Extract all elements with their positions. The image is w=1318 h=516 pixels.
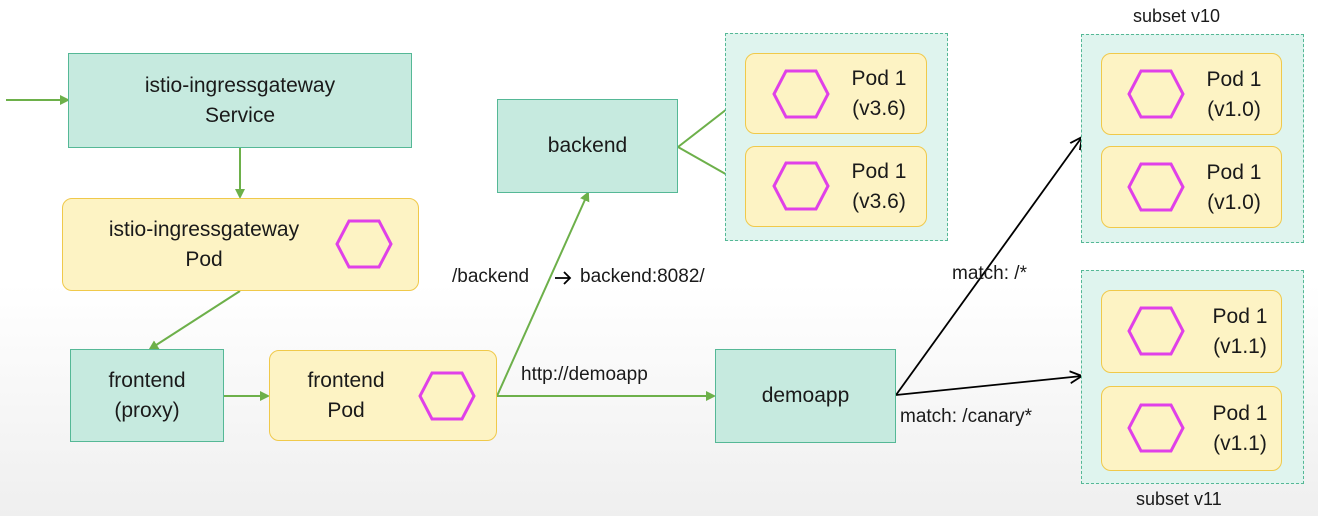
subset-v10-pod-a-label: Pod 1 (v1.0) <box>1193 65 1275 125</box>
subset-v10-pod-a-name: Pod 1 <box>1206 68 1262 91</box>
subset-v10-pod-a-version: (v1.0) <box>1207 98 1261 121</box>
route-target-label: backend:8082/ <box>580 266 705 287</box>
subset-v11-pod-a <box>1101 290 1282 373</box>
demoapp-service: demoapp <box>715 349 896 443</box>
match-canary-label: match: /canary* <box>900 406 1032 427</box>
frontend-pod-line2: Pod <box>327 398 365 422</box>
frontend-proxy: frontend (proxy) <box>70 349 224 442</box>
ingress-gateway-pod: istio-ingressgateway Pod <box>62 198 419 291</box>
hexagon-icon <box>772 69 830 119</box>
frontend-proxy-line2: (proxy) <box>114 398 180 422</box>
hexagon-icon <box>335 219 393 269</box>
ingress-service-line2: Service <box>204 103 276 127</box>
subset-v10-pod-b <box>1101 146 1282 228</box>
subset-v11-pod-b-version: (v1.1) <box>1213 432 1267 455</box>
edge-ingress-pod-to-frontend-proxy <box>148 290 241 351</box>
ingress-pod-line1: istio-ingressgateway <box>108 217 300 241</box>
backend-pod-a-label: Pod 1 (v3.6) <box>838 64 920 124</box>
edge-demoapp-to-subset-v10 <box>895 137 1082 396</box>
hexagon-icon <box>418 371 476 421</box>
subset-v11-pod-a-version: (v1.1) <box>1213 335 1267 358</box>
subset-v10-pod-b-label: Pod 1 (v1.0) <box>1193 158 1275 218</box>
route-path-label: /backend <box>452 266 530 287</box>
subset-v11-pod-a-name: Pod 1 <box>1212 305 1268 328</box>
subset-v10-pod-b-name: Pod 1 <box>1206 161 1262 184</box>
arrow-right-icon <box>555 271 572 285</box>
backend-pod-b-version: (v3.6) <box>852 190 906 213</box>
backend-pod-b-name: Pod 1 <box>851 160 907 183</box>
hexagon-icon <box>772 161 830 211</box>
edge-demoapp-to-subset-v11 <box>895 376 1082 396</box>
demoapp-label: demoapp <box>761 384 850 407</box>
ingress-service-line1: istio-ingressgateway <box>144 73 336 97</box>
match-default-label: match: /* <box>952 263 1027 284</box>
subset-v10-pod-a <box>1101 53 1282 135</box>
backend-label: backend <box>547 134 628 157</box>
hexagon-icon <box>1127 403 1185 453</box>
backend-pod-a-name: Pod 1 <box>851 67 907 90</box>
backend-pod-b-label: Pod 1 (v3.6) <box>838 157 920 217</box>
ingress-gateway-service: istio-ingressgateway Service <box>68 53 412 148</box>
subset-v10-pod-b-version: (v1.0) <box>1207 191 1261 214</box>
hexagon-icon <box>1127 69 1185 119</box>
backend-service: backend <box>497 99 678 193</box>
frontend-pod-line1: frontend <box>307 368 385 392</box>
demoapp-url-label: http://demoapp <box>521 364 648 385</box>
subset-v10-label: subset v10 <box>1133 6 1221 26</box>
backend-pod-a-version: (v3.6) <box>852 97 906 120</box>
hexagon-icon <box>1127 162 1185 212</box>
frontend-pod: frontend Pod <box>269 350 497 441</box>
edge-frontend-pod-to-backend <box>496 191 590 397</box>
subset-v11-pod-b-label: Pod 1 (v1.1) <box>1199 399 1281 459</box>
ingress-pod-line2: Pod <box>185 247 223 271</box>
frontend-proxy-line1: frontend <box>108 368 186 392</box>
subset-v11-pod-b-name: Pod 1 <box>1212 402 1268 425</box>
subset-v11-pod-a-label: Pod 1 (v1.1) <box>1199 302 1281 362</box>
hexagon-icon <box>1127 306 1185 356</box>
subset-v11-label: subset v11 <box>1136 489 1222 509</box>
subset-v11-pod-b <box>1101 386 1282 471</box>
